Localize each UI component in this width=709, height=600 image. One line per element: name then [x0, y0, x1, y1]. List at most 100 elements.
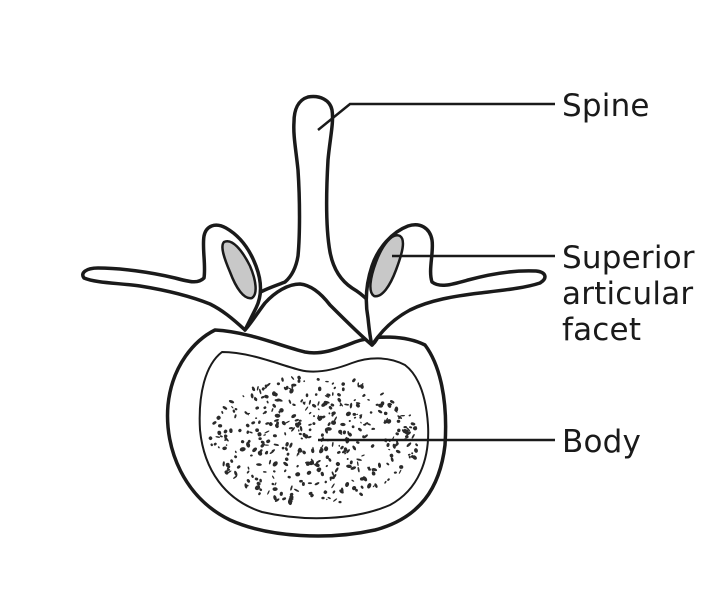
speckle [222, 461, 225, 467]
speckle [282, 497, 287, 501]
speckle [341, 382, 345, 386]
speckle [326, 498, 328, 501]
speckle [325, 380, 329, 383]
speckle [326, 393, 331, 397]
speckle [356, 461, 359, 467]
speckle [291, 427, 295, 432]
speckle [415, 443, 418, 447]
speckle [275, 423, 279, 429]
speckle [286, 452, 290, 456]
speckle [287, 475, 291, 479]
speckle [258, 437, 262, 441]
speckle [217, 430, 222, 436]
speckle [398, 416, 401, 420]
speckle [403, 428, 408, 434]
speckle [272, 475, 275, 479]
speckle [319, 448, 324, 454]
speckle [371, 428, 373, 431]
speckle [268, 422, 273, 427]
speckle [274, 413, 281, 418]
speckle [304, 434, 309, 439]
speckle [288, 399, 292, 404]
speckle [254, 477, 259, 481]
speckle [216, 415, 221, 420]
speckle [219, 435, 223, 438]
speckle [390, 457, 394, 462]
speckle [303, 401, 306, 403]
speckle [285, 442, 289, 447]
speckle [309, 460, 314, 464]
speckle [394, 442, 399, 447]
speckle [389, 400, 395, 404]
speckle [227, 470, 232, 474]
speckle [296, 464, 299, 468]
speckle [233, 475, 238, 479]
speckle [407, 431, 411, 435]
speckle [387, 403, 392, 408]
speckle [325, 455, 329, 459]
speckle [255, 428, 259, 433]
speckle [250, 393, 254, 399]
speckle [314, 482, 320, 486]
speckle [315, 462, 319, 467]
speckle [325, 464, 328, 468]
speckle [263, 434, 266, 436]
speckle [306, 470, 312, 475]
speckle [299, 479, 303, 483]
speckle [307, 482, 312, 485]
speckle [273, 419, 280, 422]
speckle [208, 436, 213, 441]
speckle [321, 496, 325, 500]
speckle [338, 500, 342, 504]
speckle [265, 422, 270, 425]
speckle [217, 446, 220, 449]
speckle [254, 485, 261, 491]
speckle [351, 479, 355, 482]
speckle [362, 476, 368, 482]
speckle [330, 403, 335, 407]
speckle [274, 482, 277, 486]
speckle [334, 416, 337, 422]
speckle [408, 414, 412, 417]
speckle [292, 403, 296, 406]
speckle [389, 453, 394, 458]
speckle [223, 434, 228, 438]
speckle [229, 428, 233, 433]
speckle [361, 454, 365, 457]
speckle [298, 419, 302, 422]
speckle [357, 384, 361, 388]
speckle [368, 466, 370, 471]
speckle [411, 452, 414, 455]
speckle [348, 419, 351, 423]
speckle [262, 471, 267, 473]
speckle [234, 408, 238, 411]
speckle [363, 423, 366, 426]
speckle [251, 421, 256, 425]
speckle [317, 469, 321, 473]
speckle [264, 444, 269, 446]
label-superior-line2: articular [562, 276, 694, 312]
speckle [238, 428, 242, 433]
speckle [346, 449, 350, 454]
speckle [259, 478, 262, 483]
speckle [325, 427, 332, 431]
leader-line-spine [317, 102, 555, 131]
speckle [334, 467, 339, 473]
speckle [242, 395, 245, 398]
speckle [252, 447, 258, 453]
speckle [308, 423, 312, 426]
label-body: Body [562, 424, 642, 460]
speckle [298, 432, 302, 436]
speckle [339, 489, 344, 494]
speckle [249, 431, 253, 434]
speckle [316, 377, 320, 381]
speckle [372, 485, 375, 488]
speckle [345, 411, 351, 417]
speckle [331, 392, 334, 396]
speckle [331, 420, 337, 425]
speckle [346, 464, 352, 469]
speckle [409, 426, 413, 429]
speckle [359, 492, 363, 497]
speckle [359, 415, 362, 419]
speckle [355, 403, 360, 408]
